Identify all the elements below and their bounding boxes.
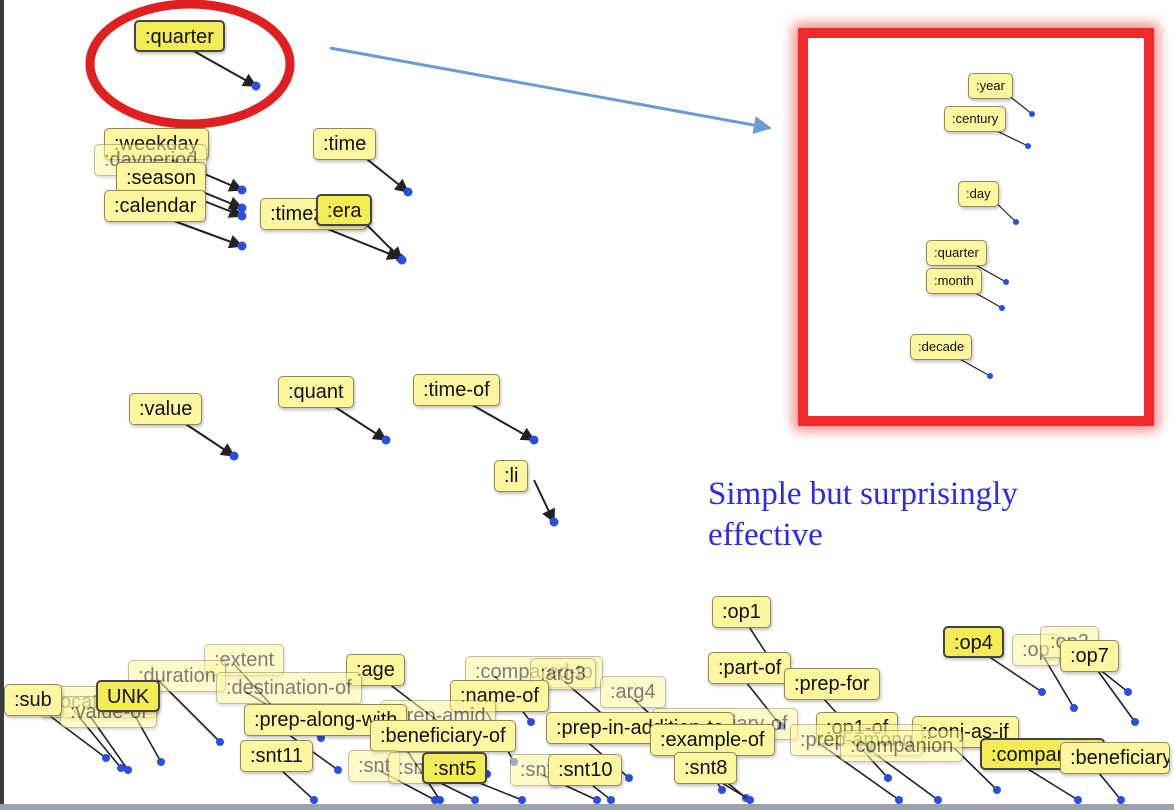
cluster-node-dot xyxy=(157,758,165,766)
caption-text: Simple but surprisingly effective xyxy=(708,476,1018,553)
label-part-of: :part-of xyxy=(708,652,792,684)
node-dot xyxy=(237,241,247,251)
cluster-node-dot xyxy=(1117,796,1125,804)
label-snt8: :snt8 xyxy=(674,752,738,784)
label-op7: :op7 xyxy=(1060,640,1119,672)
label-month: :month xyxy=(926,268,982,294)
label-era: :era xyxy=(316,194,373,226)
cluster-node-dot xyxy=(993,786,1001,794)
cluster-node-dot xyxy=(934,796,942,804)
label-op1: :op1 xyxy=(712,596,771,628)
pointer-arrow xyxy=(329,46,772,134)
label-decade: :decade xyxy=(910,334,973,360)
cluster-node-dot xyxy=(117,764,125,772)
node-dot xyxy=(237,203,247,213)
cluster-node-dot xyxy=(431,796,439,804)
cluster-node-dot xyxy=(1074,796,1082,804)
cluster-node-dot xyxy=(884,774,892,782)
zoom-node-dot xyxy=(999,305,1005,311)
cluster-node-dot xyxy=(471,796,479,804)
label-op4: :op4 xyxy=(943,626,1004,658)
label-season: :season xyxy=(116,162,207,194)
left-edge-bar xyxy=(0,0,4,810)
label-beneficiary: :beneficiary xyxy=(1060,742,1170,774)
zoom-node-dot xyxy=(1029,111,1035,117)
cluster-node-dot xyxy=(895,796,903,804)
label-snt11: :snt11 xyxy=(240,740,313,772)
label-snt10: :snt10 xyxy=(548,754,623,786)
zoom-node-dot xyxy=(987,373,993,379)
bottom-scroll-bar xyxy=(0,804,1174,810)
cluster-node-dot xyxy=(607,796,615,804)
cluster-node-dot xyxy=(1131,718,1139,726)
zoom-node-dot xyxy=(1013,219,1019,225)
cluster-node-dot xyxy=(746,796,754,804)
zoom-node-dot xyxy=(1003,279,1009,285)
label-calendar: :calendar xyxy=(104,190,207,222)
highlight-circle xyxy=(85,0,295,129)
cluster-node-dot xyxy=(593,796,601,804)
label-quant: :quant xyxy=(278,376,354,408)
label-companion: :companion xyxy=(840,730,964,762)
label-prep-for: :prep-for xyxy=(784,668,880,700)
node-dot xyxy=(237,211,247,221)
label-value: :value xyxy=(129,393,203,425)
label-quarter: :quarter xyxy=(134,20,225,52)
label-destination-of: :destination-of xyxy=(216,672,362,704)
cluster-node-dot xyxy=(310,796,318,804)
node-dot xyxy=(397,255,407,265)
label-example-of: :example-of xyxy=(650,724,775,756)
cluster-node-dot xyxy=(1124,688,1132,696)
label-century: :century xyxy=(944,106,1007,132)
zoom-panel: :year :century :day :quarter:month :decade xyxy=(798,28,1154,426)
node-dot xyxy=(529,435,539,445)
label-beneficiary-of: :beneficiary-of xyxy=(370,720,516,752)
cluster-node-dot xyxy=(334,766,342,774)
cluster-node-dot xyxy=(317,734,325,742)
label-unk: UNK xyxy=(96,680,161,712)
label-sub: :sub xyxy=(4,684,62,716)
label-quarter: :quarter xyxy=(926,240,987,266)
cluster-node-dot xyxy=(216,738,224,746)
label-arg4: :arg4 xyxy=(600,676,666,708)
label-year: :year xyxy=(968,73,1013,99)
cluster-node-dot xyxy=(102,754,110,762)
cluster-node-dot xyxy=(625,774,633,782)
node-dot xyxy=(251,81,261,91)
zoom-node-dot xyxy=(1025,143,1031,149)
node-dot xyxy=(403,187,413,197)
node-dot xyxy=(237,185,247,195)
cluster-node-dot xyxy=(527,718,535,726)
label-time: :time xyxy=(313,128,377,160)
node-dot xyxy=(381,435,391,445)
cluster-node-dot xyxy=(124,766,132,774)
edge-arrow xyxy=(533,479,555,524)
cluster-node-dot xyxy=(1070,704,1078,712)
label-li: :li xyxy=(494,460,529,492)
node-dot xyxy=(229,451,239,461)
cluster-node-dot xyxy=(1038,688,1046,696)
node-dot xyxy=(549,517,559,527)
cluster-node-dot xyxy=(718,786,726,794)
label-snt5: :snt5 xyxy=(422,752,488,784)
label-time-of: :time-of xyxy=(413,374,500,406)
label-day: :day xyxy=(958,181,999,207)
cluster-node-dot xyxy=(518,796,526,804)
